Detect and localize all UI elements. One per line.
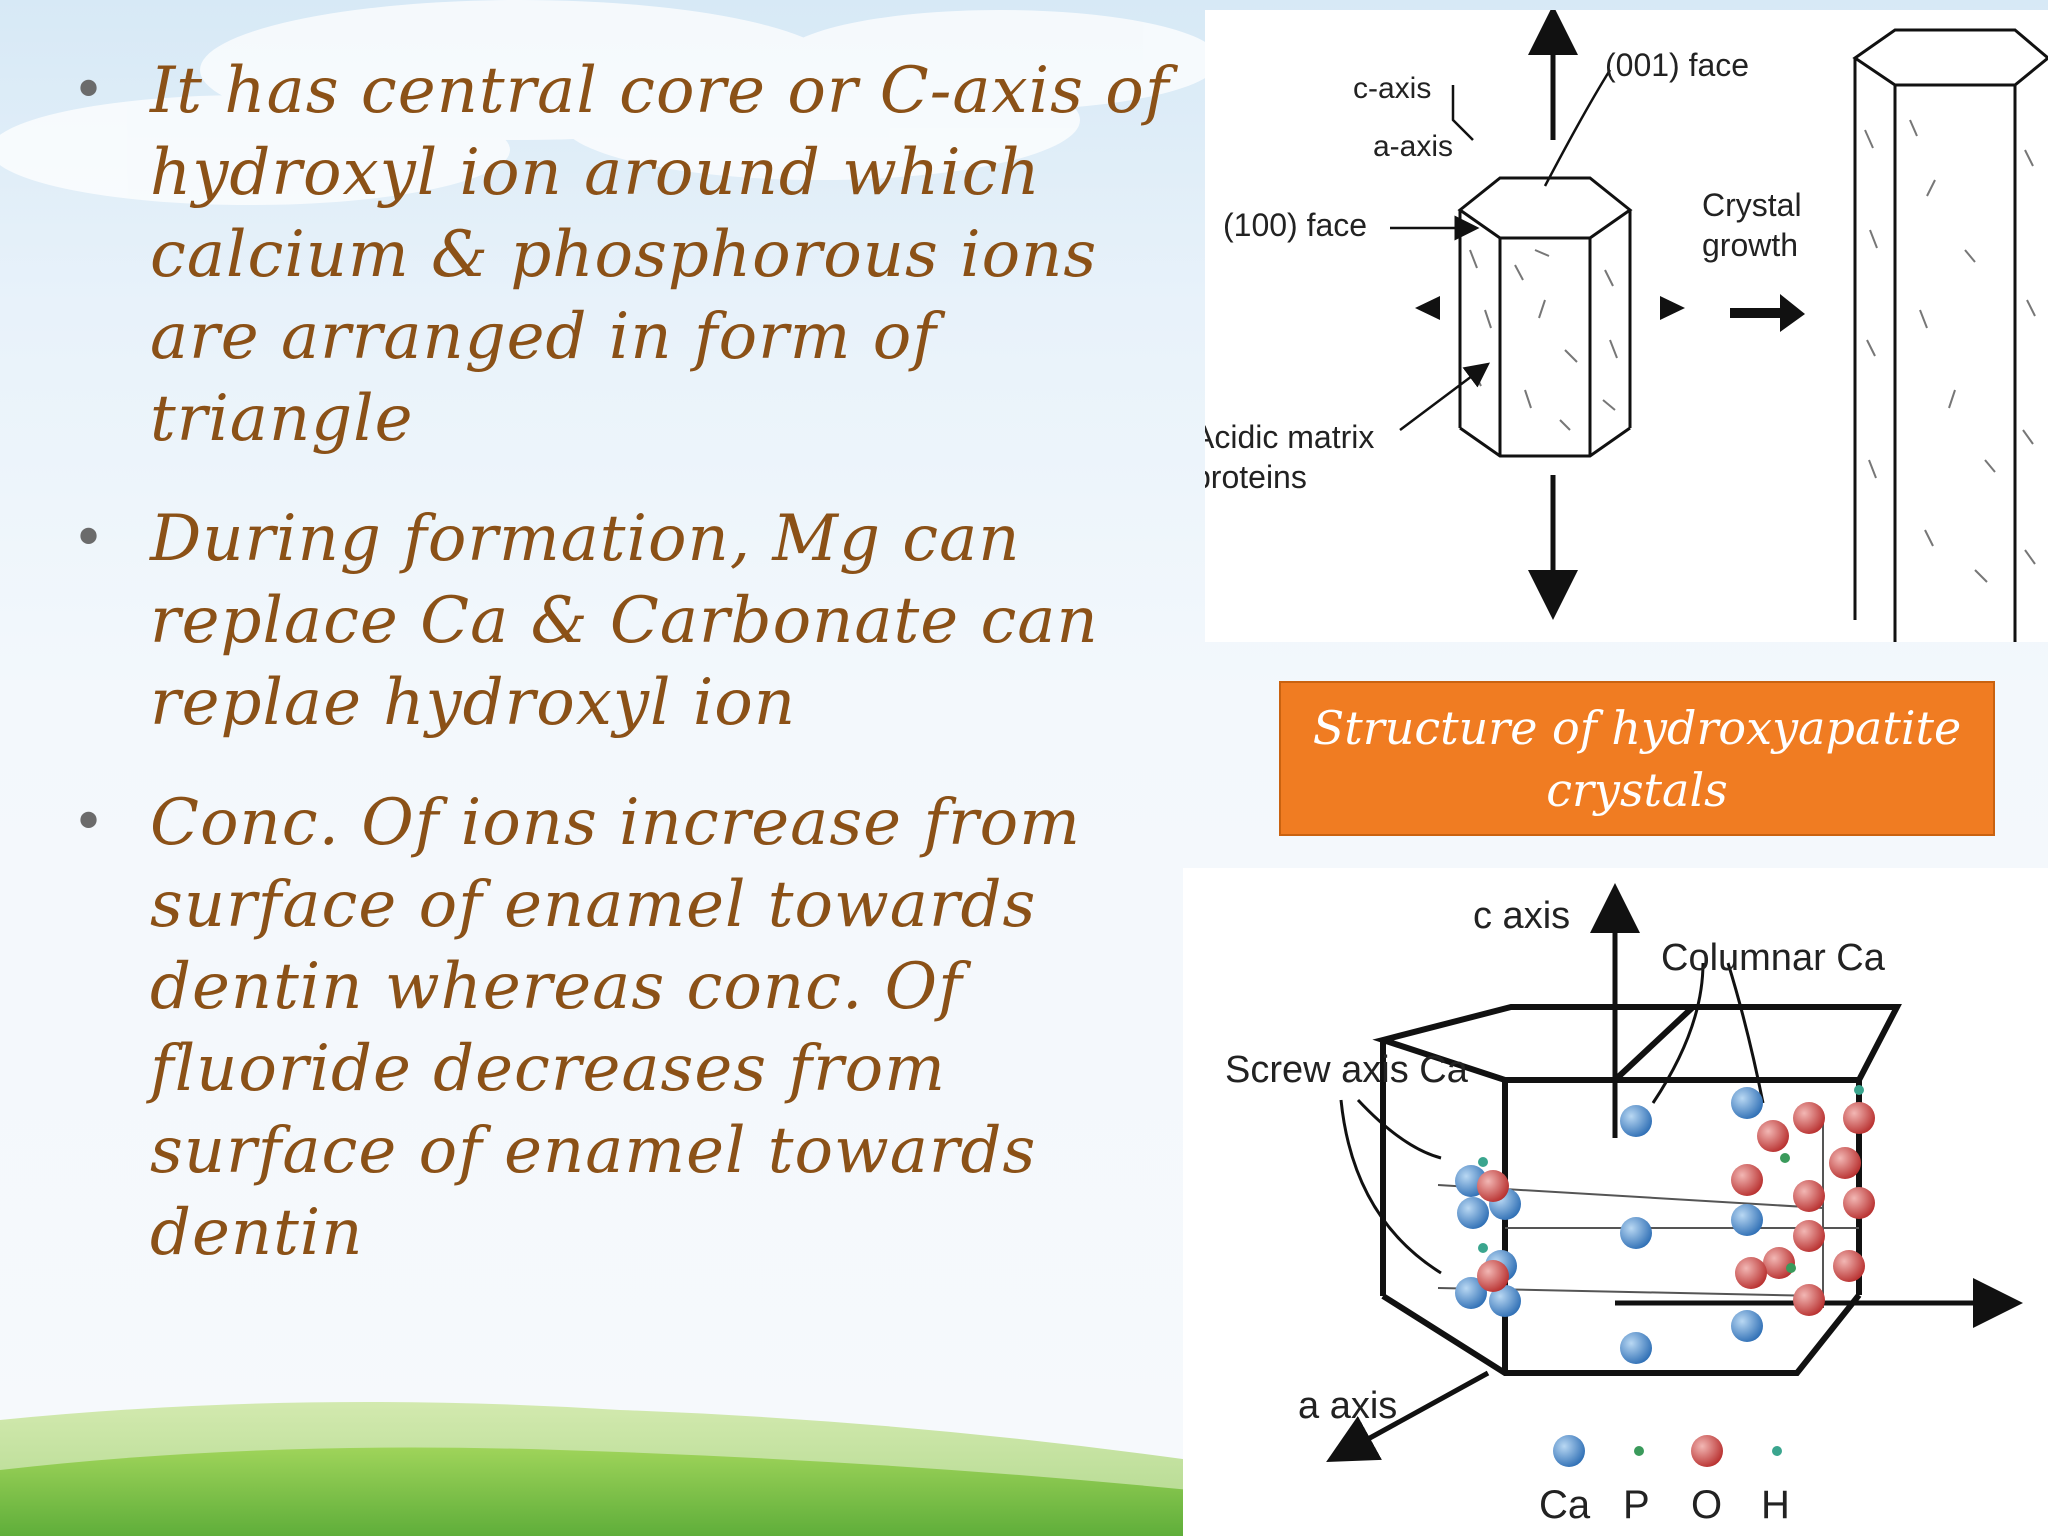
small-prism-texture (1469, 249, 1618, 431)
oxygen-atoms (1477, 1102, 1875, 1316)
face-001-label: (001) face (1605, 47, 1749, 83)
columnar-ca-label: Columnar Ca (1661, 937, 1886, 979)
bullet-text: It has central core or C-axis of hydroxy… (150, 54, 1170, 456)
face-001-leader (1543, 69, 1612, 187)
bullet-marker: • (72, 58, 107, 123)
small-atoms (1478, 1085, 1864, 1273)
right-arrowhead (1660, 296, 1685, 320)
legend-o-label: O (1691, 1483, 1722, 1527)
a-axis-label: a axis (1298, 1385, 1397, 1427)
screw-leader-2 (1339, 1099, 1442, 1275)
column-texture (1864, 119, 2036, 583)
legend-o-swatch (1691, 1435, 1723, 1467)
crystal-growth-label-2: growth (1702, 227, 1798, 263)
screw-axis-ca-label: Screw axis Ca (1225, 1049, 1469, 1091)
unit-cell-figure: Ca P O H c axis Columnar Ca Screw axis C… (1183, 868, 2048, 1536)
cloud-shape (0, 0, 1220, 205)
bullet-text: Conc. Of ions increase from surface of e… (150, 786, 1081, 1270)
hill-front (0, 1447, 1190, 1536)
legend-p-swatch (1634, 1446, 1644, 1456)
legend-ca-swatch (1553, 1435, 1585, 1467)
face-100-label: (100) face (1223, 207, 1367, 243)
figure-caption: Structure of hydroxyapatite crystals (1279, 681, 1995, 836)
crystal-growth-label-1: Crystal (1702, 187, 1802, 223)
a-axis-arrow (1326, 1370, 1490, 1463)
columnar-leader-2 (1726, 962, 1765, 1104)
bullet-marker: • (72, 506, 107, 571)
a-axis-label: a-axis (1373, 130, 1453, 163)
c-axis-label: c-axis (1353, 72, 1431, 105)
bullet-item: • During formation, Mg can replace Ca & … (60, 498, 1190, 744)
calcium-atoms (1455, 1087, 1763, 1364)
left-arrowhead (1415, 296, 1440, 320)
matrix-label-2: proteins (1205, 459, 1307, 495)
tall-hex-column (1852, 28, 2048, 642)
legend-p-label: P (1623, 1483, 1650, 1527)
matrix-leader (1399, 362, 1490, 431)
small-hex-prism (1457, 176, 1633, 458)
screw-leader-1 (1356, 1098, 1442, 1160)
bullet-list: • It has central core or C-axis of hydro… (60, 50, 1190, 1312)
bullet-text: During formation, Mg can replace Ca & Ca… (150, 502, 1099, 740)
bullet-item: • It has central core or C-axis of hydro… (60, 50, 1190, 460)
axis-glyph (1451, 85, 1474, 141)
matrix-label-1: Acidic matrix (1205, 419, 1374, 455)
legend: Ca P O H (1539, 1435, 1790, 1527)
growth-arrow (1730, 294, 1805, 332)
legend-h-label: H (1761, 1483, 1790, 1527)
columnar-leader-1 (1651, 962, 1705, 1104)
bullet-item: • Conc. Of ions increase from surface of… (60, 782, 1190, 1274)
legend-ca-label: Ca (1539, 1483, 1591, 1527)
legend-h-swatch (1772, 1446, 1782, 1456)
bullet-marker: • (72, 790, 107, 855)
crystal-growth-figure: c-axis a-axis (001) face (100) face Crys… (1205, 10, 2048, 642)
c-axis-label: c axis (1473, 895, 1570, 937)
